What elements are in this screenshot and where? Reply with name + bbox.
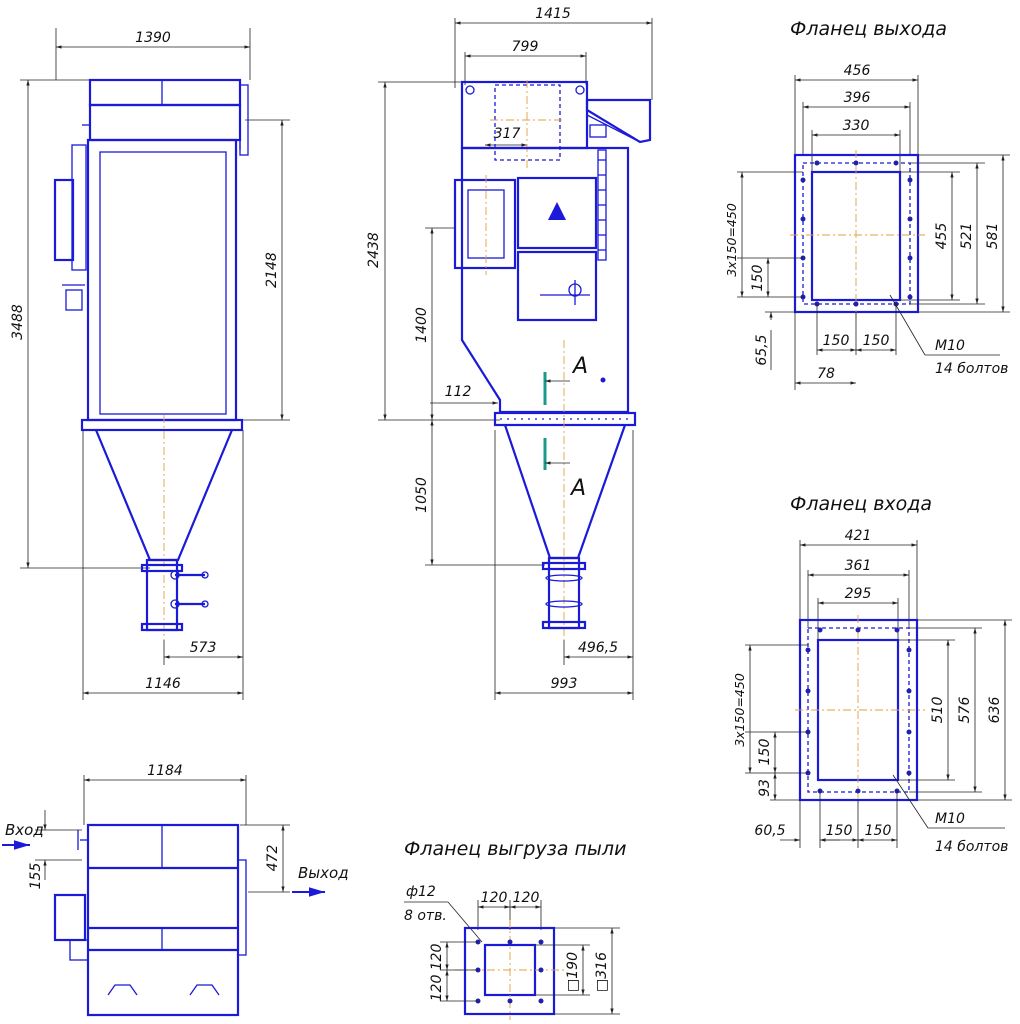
dim-front-height: 2438: [366, 232, 382, 268]
outlet-w-outer: 456: [844, 63, 871, 79]
dust-outer: □316: [594, 952, 610, 992]
dust-hole-dia: ф12: [406, 884, 436, 900]
inlet-pitch-note: 3x150=450: [732, 673, 747, 747]
dim-side-width: 1390: [135, 30, 171, 46]
flange-dust: Фланец выгруза пыли ф12 8 отв. 120 120 1…: [404, 838, 626, 1020]
inlet-bottom-pitch-1: 150: [826, 823, 853, 839]
flange-outlet-title: Фланец выхода: [790, 18, 947, 40]
dim-side-base: 1146: [145, 676, 181, 692]
outlet-edge: 65,5: [754, 334, 770, 365]
outlet-pitch: 150: [750, 265, 766, 292]
plan-view: 1184 Вход 155 472 Выход: [2, 763, 349, 1017]
inlet-pitch: 150: [757, 739, 773, 766]
outlet-h-outer: 581: [985, 223, 1001, 250]
dim-front-halfbase: 496,5: [578, 640, 618, 656]
flange-inlet-title: Фланец входа: [790, 493, 932, 515]
flange-outlet: Фланец выхода 456 396 330 3x150=450: [724, 18, 1010, 390]
outlet-bottom-pitch-1: 150: [823, 333, 850, 349]
dim-front-width: 1415: [535, 6, 571, 22]
outlet-bolt-spec: M10: [935, 338, 965, 354]
inlet-h-inner: 510: [930, 697, 946, 724]
outlet-h-inner: 455: [934, 223, 950, 250]
dust-pitch-h2: 120: [513, 890, 540, 906]
outlet-pitch-note: 3x150=450: [724, 203, 739, 277]
front-view: 1415 799 317 2438 1400 112 1050: [366, 6, 653, 700]
dust-pitch-v1: 120: [429, 944, 445, 971]
outlet-w-inner: 330: [843, 118, 870, 134]
dim-front-top: 799: [512, 39, 539, 55]
inlet-w-mid: 361: [845, 558, 872, 574]
flange-dust-title: Фланец выгруза пыли: [404, 838, 626, 860]
inlet-bolts: [805, 627, 912, 794]
outlet-bottom-pitch-2: 150: [863, 333, 890, 349]
inlet-edge: 60,5: [754, 823, 785, 839]
inlet-bolt-spec: M10: [935, 811, 965, 827]
inlet-h-outer: 636: [987, 697, 1003, 724]
outlet-w-mid: 396: [844, 90, 871, 106]
inlet-edge-v: 93: [757, 779, 773, 797]
inlet-bolt-count: 14 болтов: [935, 839, 1008, 855]
dim-side-halfbase: 573: [190, 640, 217, 656]
dim-plan-width: 1184: [147, 763, 183, 779]
dust-bolts: [475, 939, 544, 1004]
outlet-bolt-count: 14 болтов: [935, 361, 1008, 377]
dim-front-inlet: 1400: [414, 307, 430, 343]
inlet-bottom-pitch-2: 150: [865, 823, 892, 839]
dim-side-height: 3488: [10, 304, 26, 340]
outlet-bolts: [800, 160, 913, 307]
inlet-w-inner: 295: [845, 586, 872, 602]
dim-plan-inlet: 155: [28, 863, 44, 890]
inlet-label: Вход: [5, 821, 44, 839]
section-label-top: A: [571, 354, 588, 379]
dust-inner: □190: [565, 952, 581, 992]
dim-front-hopper: 1050: [414, 477, 430, 513]
flange-inlet: Фланец входа 421 361 295 3x150=450: [732, 493, 1012, 855]
dust-pitch-h1: 120: [481, 890, 508, 906]
inlet-w-outer: 421: [845, 528, 872, 544]
outlet-label: Выход: [298, 864, 349, 882]
dust-pitch-v2: 120: [429, 975, 445, 1002]
dust-hole-count: 8 отв.: [404, 908, 447, 924]
outlet-bottom-offset: 78: [817, 366, 835, 382]
inlet-h-mid: 576: [957, 697, 973, 724]
section-label-bottom: A: [569, 476, 586, 501]
dim-side-body: 2148: [264, 252, 280, 288]
dim-front-offset: 112: [445, 384, 472, 400]
side-view: 1390 3488 2148: [10, 28, 290, 700]
dim-plan-outlet: 472: [265, 845, 281, 872]
dim-front-base: 993: [551, 676, 578, 692]
outlet-h-mid: 521: [959, 223, 975, 250]
dim-front-small: 317: [494, 126, 521, 142]
